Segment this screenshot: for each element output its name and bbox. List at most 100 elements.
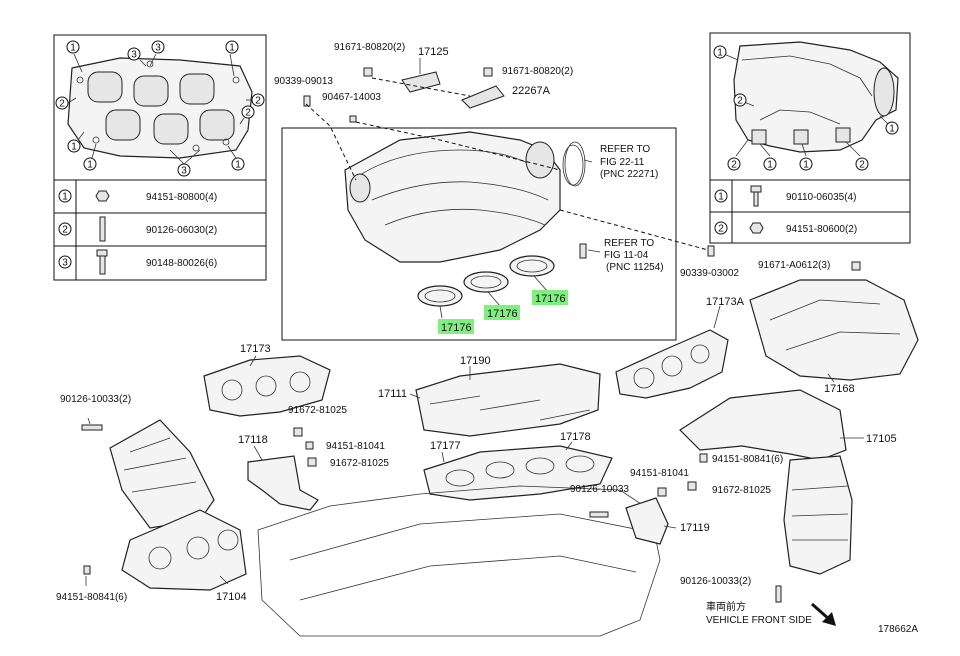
callout-number: 3 <box>181 166 187 177</box>
label-91671-80820-a: 91671-80820(2) <box>334 42 405 53</box>
callout-number: 2 <box>245 108 251 119</box>
label-90126-10033-b: 90126-10033 <box>570 484 629 495</box>
callout-number: 3 <box>155 43 161 54</box>
gasket-17173A <box>615 329 729 399</box>
label-17177: 17177 <box>430 440 461 452</box>
manifold-assembly-frame <box>281 127 677 341</box>
nut-94151-80841-right <box>699 453 708 463</box>
bracket-22267A <box>461 85 505 109</box>
highlight-17176-b <box>484 305 520 320</box>
bracket-17125 <box>401 71 441 93</box>
row-number: 2 <box>718 224 724 235</box>
refer-2-line-3: (PNC 11254) <box>606 262 664 273</box>
label-90126-10033-c: 90126-10033(2) <box>680 576 751 587</box>
refer-1-line-1: REFER TO <box>600 144 650 155</box>
stud-icon <box>99 216 106 242</box>
callout-number: 2 <box>737 96 743 107</box>
label-17118: 17118 <box>238 434 268 446</box>
nut-94151-left <box>83 565 91 575</box>
left-table-row-3: 3 90148-80026(6) <box>58 249 217 275</box>
callout-marker <box>66 40 80 54</box>
label-17105: 17105 <box>866 433 897 445</box>
right-table-row-2: 2 94151-80600(2) <box>714 221 857 235</box>
label-90339-09013: 90339-09013 <box>274 76 333 87</box>
manifold-17111 <box>415 363 601 437</box>
label-94151-80841-b: 94151-80841(6) <box>56 592 127 603</box>
label-94151-81041-b: 94151-81041 <box>630 468 689 479</box>
exhaust-manifold-17105 <box>679 389 853 575</box>
refer-2-line-1: REFER TO <box>604 238 654 249</box>
label-17176-c: 17176 <box>535 293 566 305</box>
label-17176-a: 17176 <box>441 322 472 334</box>
gasket-17176-set <box>417 255 555 307</box>
row-number: 2 <box>62 225 68 236</box>
heat-insulator-17168 <box>749 279 919 381</box>
label-22267A: 22267A <box>512 85 551 97</box>
bolt-icon <box>96 249 108 275</box>
upper-gasket-drawing <box>67 57 253 159</box>
callout-number: 2 <box>255 96 261 107</box>
label-91671-80820-b: 91671-80820(2) <box>502 66 573 77</box>
callout-number: 2 <box>59 99 65 110</box>
bolt-icon <box>750 185 762 207</box>
right-inset: 1 2 1 1 2 1 2 1 90110-06035(4) <box>709 32 911 244</box>
label-17173A: 17173A <box>706 296 745 308</box>
label-94151-80841-a: 94151-80841(6) <box>712 454 783 465</box>
label-17125: 17125 <box>418 46 449 58</box>
plug-90339-03002 <box>707 245 715 257</box>
vehicle-front-label-jp: 車両前方 <box>706 600 746 613</box>
row-number: 1 <box>62 192 68 203</box>
bracket-17118 <box>247 455 319 511</box>
left-table-row-1: 1 94151-80800(4) <box>58 189 217 203</box>
nut-icon <box>95 190 110 202</box>
nut-94151-81041-b <box>657 487 667 497</box>
plug-90339-09013 <box>303 95 311 107</box>
part-number: 90110-06035(4) <box>786 192 856 203</box>
callout-number: 2 <box>731 160 737 171</box>
callout-number: 1 <box>71 142 77 153</box>
callout-number: 1 <box>889 124 895 135</box>
left-table-row-2: 2 90126-06030(2) <box>58 216 217 242</box>
callout-number: 1 <box>767 160 773 171</box>
stud-90126-center <box>589 511 609 518</box>
part-number: 90148-80026(6) <box>146 258 217 269</box>
bolt-91671-top <box>363 67 373 77</box>
bolt-91671-A0612 <box>851 261 861 271</box>
refer-1-line-2: FIG 22-11 <box>600 157 645 168</box>
highlight-17176-c <box>532 290 568 305</box>
callout-number: 1 <box>717 48 723 59</box>
callout-number: 1 <box>87 160 93 171</box>
figure-id: 178662A <box>878 624 918 635</box>
highlight-17176-a <box>438 319 474 334</box>
engine-block-outline <box>257 485 661 637</box>
label-91672-81025-a: 91672-81025 <box>288 405 347 416</box>
nut-90467 <box>349 115 357 123</box>
part-number: 90126-06030(2) <box>146 225 217 236</box>
nut-94151-81041-a <box>305 441 314 450</box>
callout-number: 1 <box>235 160 241 171</box>
bolt-91671-right <box>483 67 493 77</box>
label-91672-81025-c: 91672-81025 <box>712 485 771 496</box>
label-17190: 17190 <box>460 355 491 367</box>
stud-90126-right <box>775 585 782 603</box>
right-inset-frame <box>709 32 911 244</box>
callout-number: 1 <box>803 160 809 171</box>
label-94151-81041-a: 94151-81041 <box>326 441 385 452</box>
bracket-17119 <box>625 497 669 545</box>
intake-manifold-drawing <box>344 131 587 263</box>
refer-2-line-2: FIG 11-04 <box>604 250 649 261</box>
gasket-17177 <box>423 445 613 501</box>
callout-number: 2 <box>859 160 865 171</box>
converter-17104 <box>109 419 247 591</box>
refer-1-line-3: (PNC 22271) <box>600 169 658 180</box>
callout-number: 1 <box>229 43 235 54</box>
bolt-91672-a <box>293 427 303 437</box>
nut-icon <box>749 222 764 234</box>
left-inset-frame <box>53 34 267 281</box>
bolt-91672-c <box>687 481 697 491</box>
label-90339-03002: 90339-03002 <box>680 268 739 279</box>
row-number: 3 <box>62 258 68 269</box>
stud-90126-left <box>81 424 103 431</box>
part-number: 94151-80800(4) <box>146 192 217 203</box>
right-table-row-1: 1 90110-06035(4) <box>714 185 856 207</box>
